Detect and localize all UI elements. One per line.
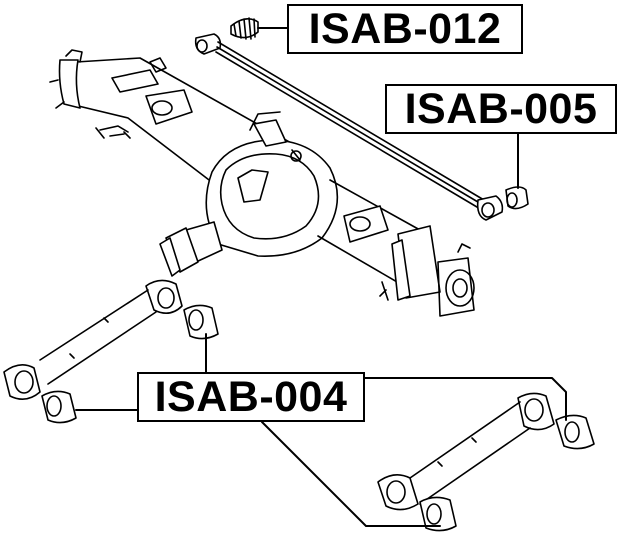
lateral-rod — [194, 33, 504, 221]
part-label-isab-005: ISAB-005 — [385, 84, 617, 134]
part-label-isab-012: ISAB-012 — [287, 4, 523, 54]
bushings-right-arm — [419, 414, 595, 532]
trailing-arm-left — [3, 279, 183, 400]
leader-lines — [75, 27, 567, 527]
bushing-isab-005 — [505, 186, 529, 210]
axle-housing — [49, 49, 475, 317]
trailing-arm-right — [377, 392, 555, 511]
bushing-isab-012 — [230, 17, 259, 40]
part-label-isab-004: ISAB-004 — [137, 372, 365, 422]
bushings-left-arm — [41, 304, 219, 424]
